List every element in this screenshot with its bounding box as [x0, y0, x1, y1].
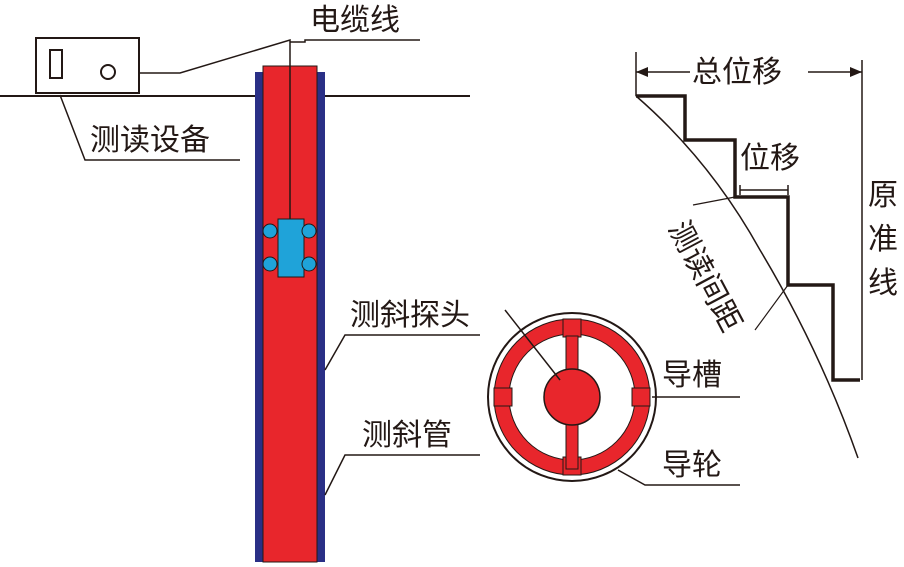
arrow-right-icon [850, 67, 862, 77]
label-probe: 测斜探头 [350, 298, 470, 333]
probe-wheel [262, 256, 278, 272]
label-total-displacement: 总位移 [692, 55, 782, 90]
groove-right [631, 387, 651, 407]
casing-tube-inner [262, 65, 318, 563]
probe-body [277, 218, 305, 278]
step-profile [636, 94, 860, 382]
label-displacement: 位移 [740, 141, 800, 176]
label-readout-device: 测读设备 [90, 123, 210, 158]
groove-left [493, 387, 513, 407]
label-guide-groove: 导槽 [662, 358, 722, 393]
label-cable: 电缆线 [310, 3, 400, 38]
label-casing: 测斜管 [362, 418, 452, 453]
casing-cross-section [487, 312, 657, 482]
arrow-left-icon [636, 67, 648, 77]
label-reference-line: 原准线 [868, 178, 898, 301]
probe-wheel [301, 223, 317, 239]
label-reading-interval: 测读间距 [661, 215, 748, 337]
readout-device [35, 37, 140, 94]
device-knob-icon [100, 64, 116, 80]
device-slot-icon [49, 49, 63, 79]
deformed-curve [635, 95, 859, 459]
label-guide-wheel: 导轮 [662, 448, 722, 483]
probe-wheel [262, 223, 278, 239]
probe [262, 218, 317, 278]
groove-top [562, 318, 582, 338]
probe-wheel [301, 256, 317, 272]
leader-lines [59, 39, 740, 496]
probe-section [543, 368, 601, 426]
displacement-profile [635, 52, 863, 459]
